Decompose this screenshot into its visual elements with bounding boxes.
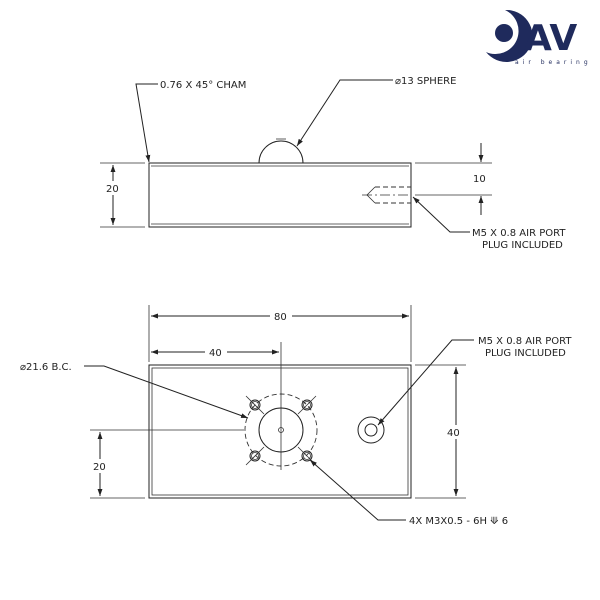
logo-swoosh	[486, 9, 533, 62]
air-port-hole	[364, 423, 378, 437]
company-logo: AV air bearing	[486, 9, 592, 66]
side-air-port-note-line2: PLUG INCLUDED	[482, 240, 563, 251]
air-port-hidden-lines	[362, 186, 411, 204]
center-height-dim-label: 20	[93, 462, 106, 473]
top-view: 80 40 40 20 ⌀21.6 B.C. M5 X 0.8 AIR PORT	[20, 305, 572, 527]
top-air-port-note-line2: PLUG INCLUDED	[485, 348, 566, 359]
chamfer-note: 0.76 X 45° CHAM	[160, 80, 246, 91]
logo-tagline: air bearing	[515, 59, 592, 66]
bolt-circle-note: ⌀21.6 B.C.	[20, 362, 72, 373]
length-dim-label: 80	[274, 312, 287, 323]
block-top-outline	[148, 364, 412, 499]
logo-dot	[495, 24, 513, 42]
center-dim-label: 40	[209, 348, 222, 359]
sphere-boss	[258, 407, 304, 453]
port-height-dim-label: 10	[473, 174, 486, 185]
height-dim-label: 20	[106, 184, 119, 195]
thread-note: 4X M3X0.5 - 6H ⟱ 6	[409, 516, 508, 527]
air-port-boss	[357, 416, 385, 444]
width-dim-label: 40	[447, 428, 460, 439]
sphere-profile	[258, 140, 304, 164]
top-air-port-note-line1: M5 X 0.8 AIR PORT	[478, 336, 572, 347]
block-side-outline	[148, 162, 412, 228]
logo-text: AV	[524, 18, 577, 59]
threaded-holes	[245, 395, 317, 466]
side-view: 20 10 0.76 X 45° CHAM ⌀13 SPHERE M5 X 0.…	[100, 76, 566, 251]
sphere-note: ⌀13 SPHERE	[395, 76, 456, 87]
bolt-circle	[244, 393, 318, 467]
side-air-port-note-line1: M5 X 0.8 AIR PORT	[472, 228, 566, 239]
